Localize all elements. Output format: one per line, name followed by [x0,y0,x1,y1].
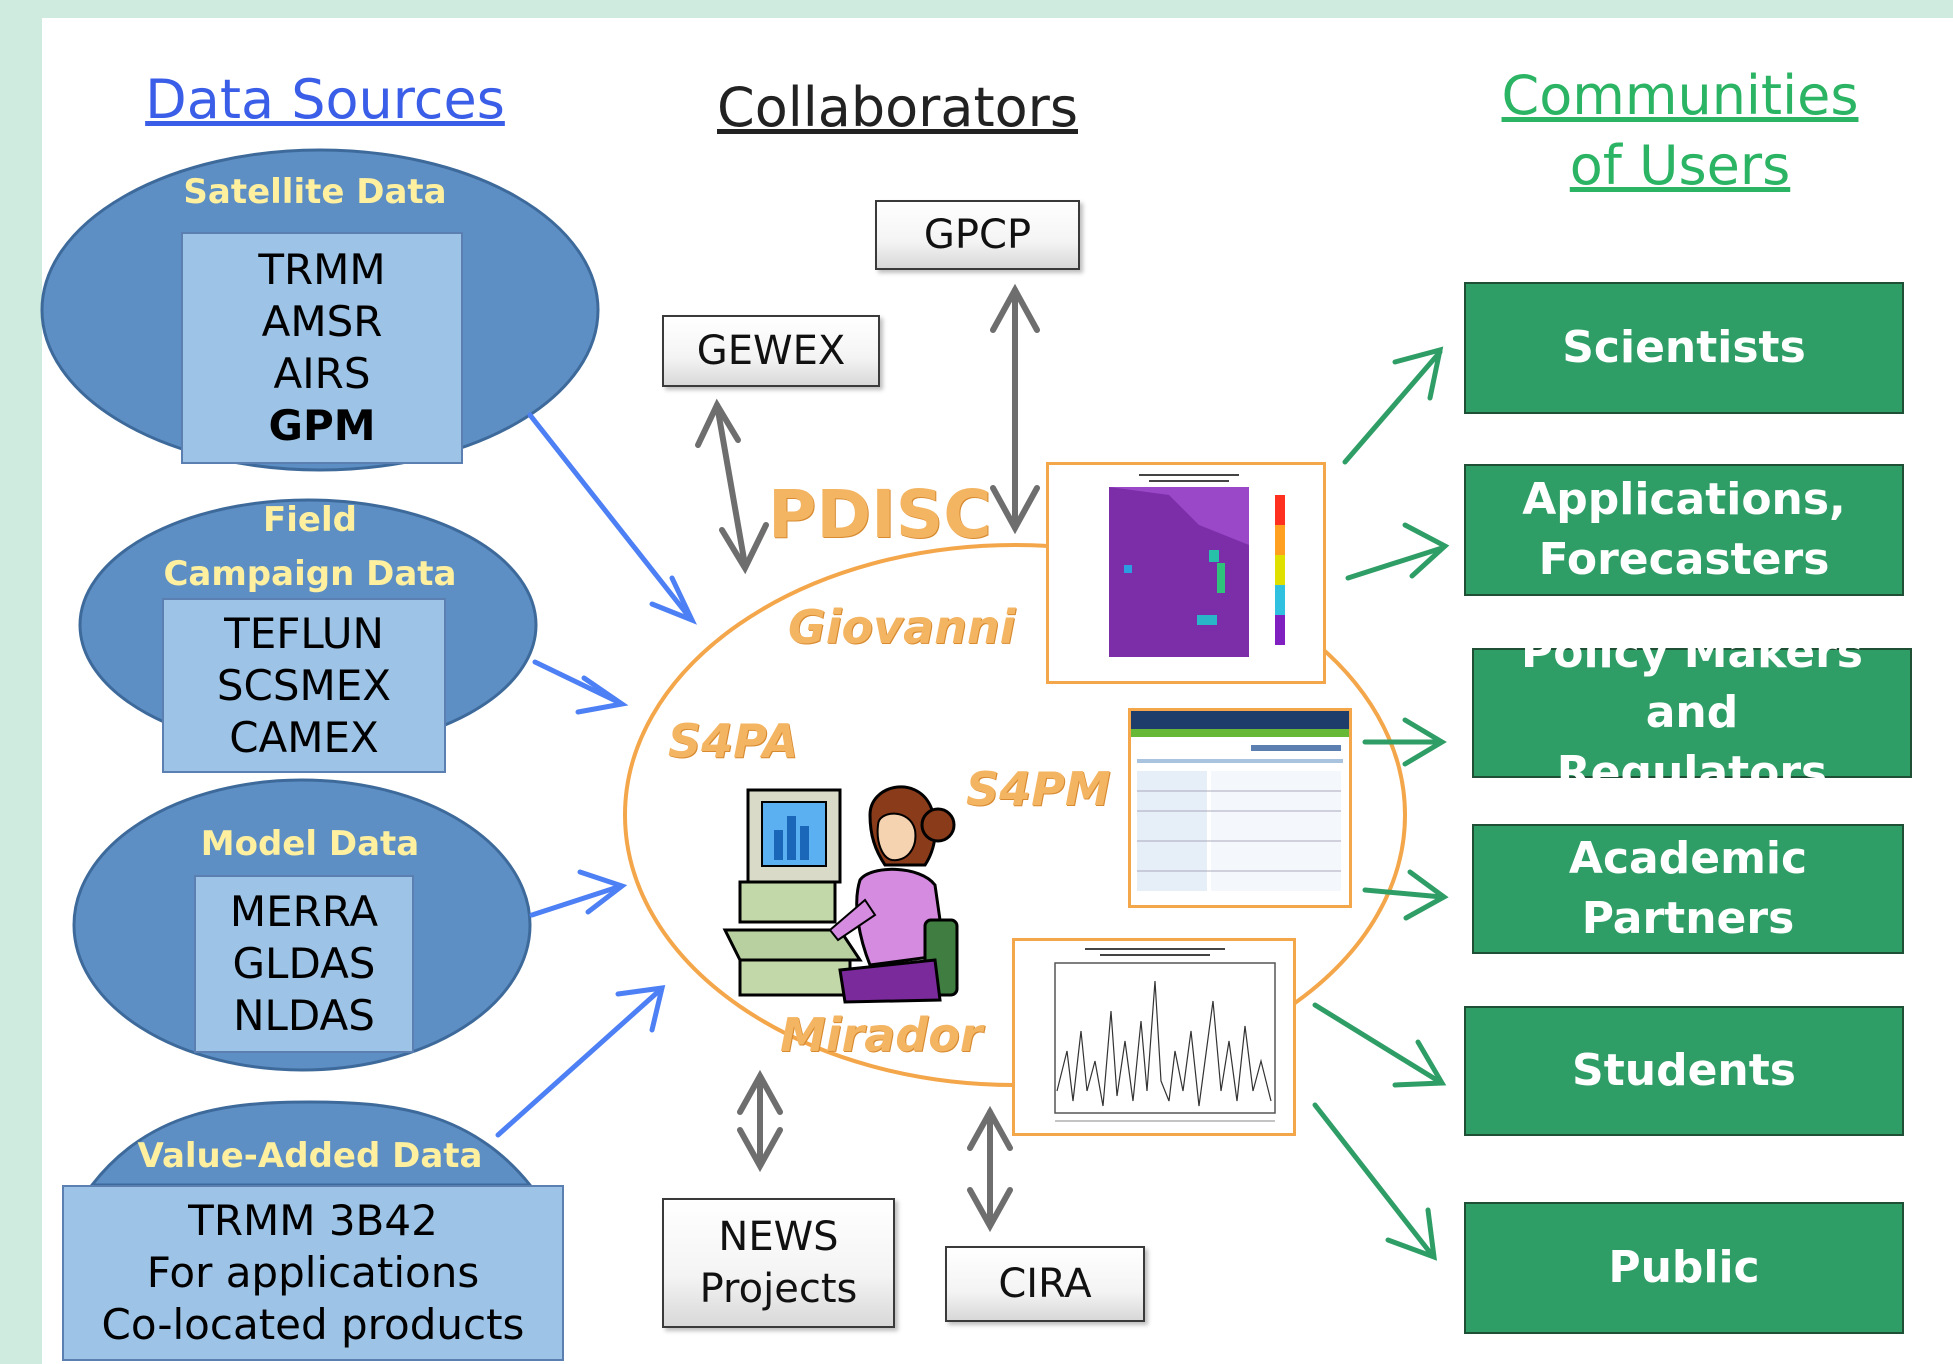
arrow-academic [1362,887,1445,900]
satellite-data-box: TRMM AMSR AIRS GPM [181,232,463,464]
field-campaign-box: TEFLUN SCSMEX CAMEX [162,598,446,773]
public-box: Public [1464,1202,1904,1334]
webpage-thumbnail-graphic [1131,711,1349,905]
community-label-line2: Partners [1581,893,1795,944]
arrow-scientists [1342,349,1443,465]
person-at-computer-icon [722,785,959,1004]
news-label-line1: NEWS [718,1214,839,1260]
s4pa-label: S4PA [668,714,799,768]
communities-header-line1: Communities [1501,64,1859,127]
pdisc-label: PDISC [768,476,992,553]
communities-header-line2: of Users [1569,134,1791,197]
data-sources-header: Data Sources [145,68,505,131]
webpage-thumbnail [1128,708,1352,908]
green-arrows [1312,346,1450,1261]
map-thumbnail [1046,462,1326,684]
cira-box: CIRA [945,1246,1145,1322]
blue-arrows [495,412,698,1138]
arrow-value-added [495,987,663,1138]
community-label-line2: Regulators [1556,747,1828,798]
arrow-field [532,659,621,705]
field-label-line2: Campaign Data [163,554,457,594]
source-item: TEFLUN [224,608,384,658]
giovanni-label: Giovanni [788,600,1016,654]
gpcp-box: GPCP [875,200,1080,270]
source-item: TRMM 3B42 [188,1196,438,1245]
community-label: Students [1572,1045,1796,1096]
arrow-satellite [527,412,693,621]
value-added-label: Value-Added Data [137,1136,483,1176]
arrow-gewex [714,402,748,568]
gpcp-label: GPCP [923,212,1032,258]
academic-partners-box: Academic Partners [1472,824,1904,954]
model-data-box: MERRA GLDAS NLDAS [194,875,414,1053]
source-item: SCSMEX [216,660,392,710]
arrow-model [529,884,621,918]
source-item: AIRS [273,349,371,398]
arrow-public [1312,1102,1435,1258]
community-label-line1: Academic [1568,833,1808,884]
applications-forecasters-box: Applications, Forecasters [1464,464,1904,596]
mirador-label: Mirador [780,1008,983,1062]
source-item: AMSR [261,297,383,346]
source-item: MERRA [229,887,379,936]
source-item: NLDAS [233,991,375,1040]
value-added-oval [88,1100,534,1187]
gewex-box: GEWEX [662,315,880,387]
students-box: Students [1464,1006,1904,1136]
source-item: CAMEX [229,712,379,762]
community-label-line1: Applications, [1522,474,1846,525]
community-label: Public [1608,1242,1760,1293]
field-label-line1: Field [263,500,357,540]
model-data-label: Model Data [200,824,420,864]
collaborators-header: Collaborators [717,76,1078,139]
arrow-applications [1345,545,1445,581]
s4pm-label: S4PM [966,762,1111,816]
gewex-label: GEWEX [696,328,846,374]
community-label-line1: Policy Makers and [1520,627,1863,738]
value-added-box: TRMM 3B42 For applications Co-located pr… [62,1185,564,1361]
community-label: Scientists [1562,322,1806,373]
source-item: GLDAS [232,939,376,988]
news-projects-box: NEWS Projects [662,1198,895,1328]
policy-makers-box: Policy Makers and Regulators [1472,627,1912,798]
news-label-line2: Projects [699,1266,858,1312]
cira-label: CIRA [998,1261,1092,1307]
source-item: Co-located products [101,1300,525,1349]
satellite-data-label: Satellite Data [183,172,447,212]
source-item: TRMM [258,245,386,294]
arrow-students [1312,1002,1443,1085]
gray-arrows [695,283,1040,1233]
source-item: For applications [146,1248,480,1297]
scientists-box: Scientists [1464,282,1904,414]
map-thumbnail-graphic [1049,465,1323,681]
timeseries-thumbnail [1012,938,1296,1136]
community-label-line2: Forecasters [1538,534,1830,585]
timeseries-thumbnail-graphic [1015,941,1293,1133]
source-item: GPM [268,401,376,450]
